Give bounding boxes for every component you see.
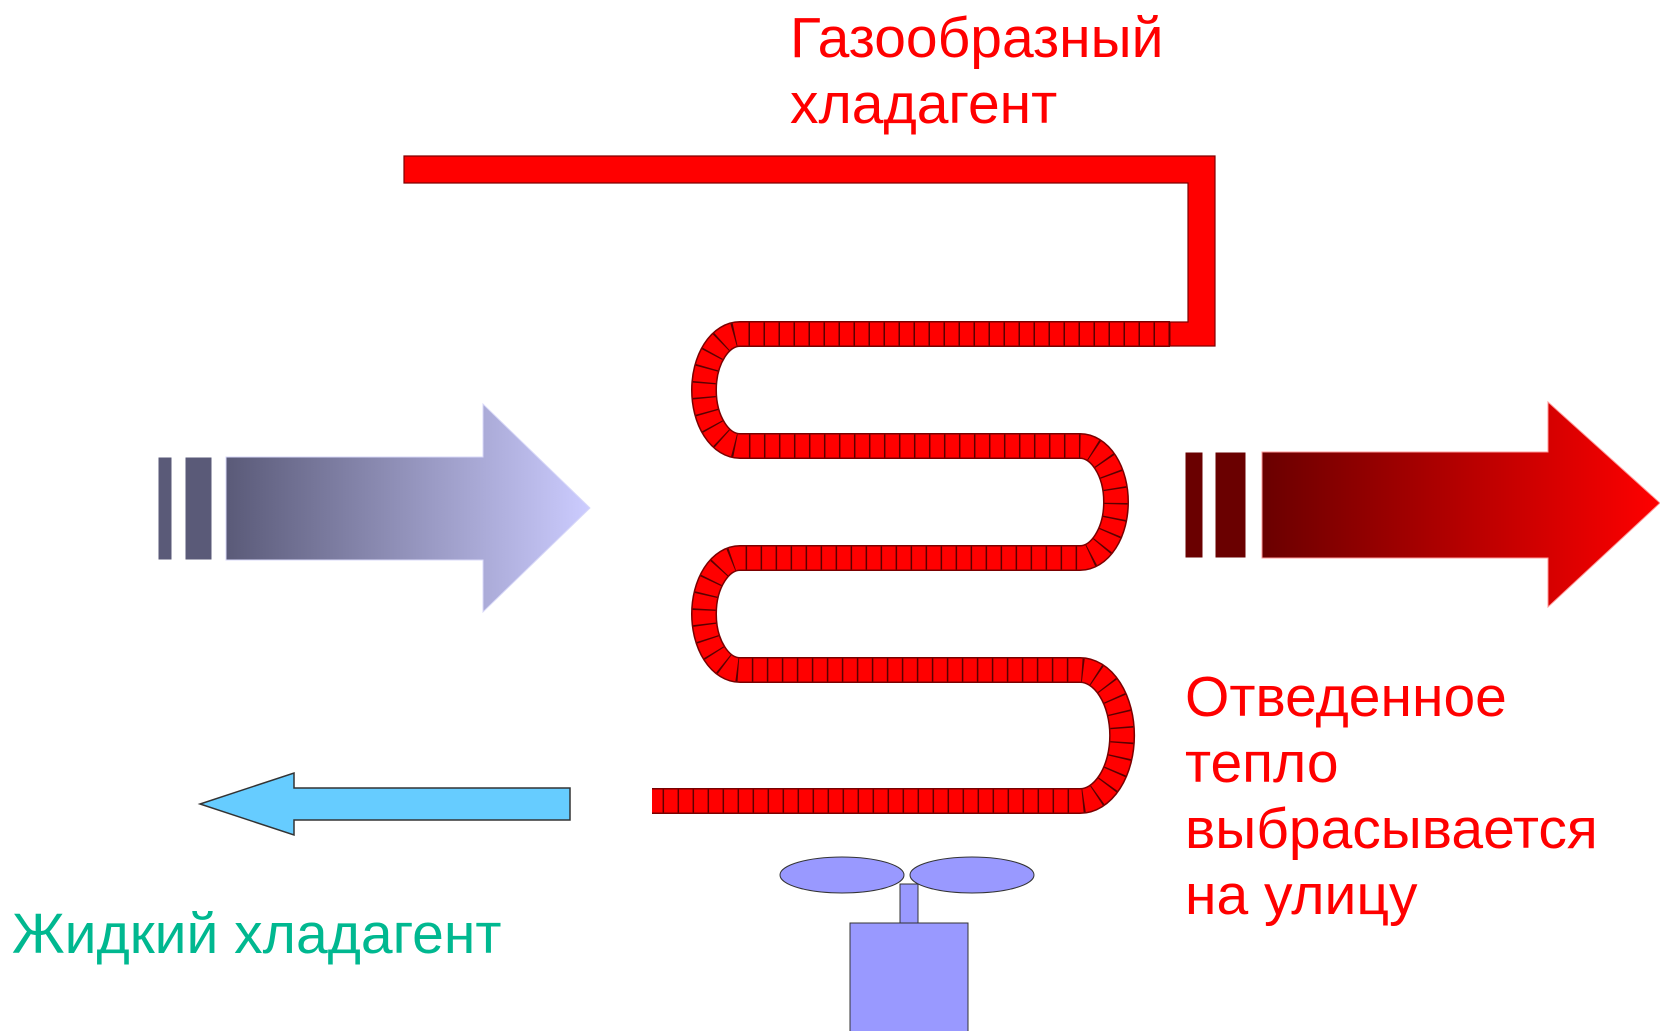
inflow-arrow-stripe — [157, 456, 173, 561]
inflow-arrow-body — [225, 402, 591, 614]
fan-shaft — [899, 883, 919, 925]
liquid-refrigerant-label: Жидкий хладагент — [12, 902, 502, 966]
inflow-arrow-stripe — [184, 456, 213, 561]
gas-inlet-pipe — [403, 155, 1216, 347]
heat-rejected-label-line: на улицу — [1185, 863, 1418, 928]
liquid-outlet-arrow — [197, 771, 571, 837]
heat-rejected-label-line: Отведенное — [1185, 665, 1507, 729]
outgoing-heat-arrow — [1184, 400, 1660, 609]
fan-motor — [849, 922, 969, 1031]
gas-refrigerant-label-line: Газообразный — [790, 6, 1164, 70]
heat-rejected-label: Отведенное тепло выбрасывается на улицу — [1185, 664, 1598, 928]
outflow-arrow-stripe — [1184, 451, 1204, 559]
incoming-air-arrow — [157, 402, 591, 614]
heat-rejected-label-line: тепло — [1185, 731, 1339, 796]
gas-refrigerant-label: Газообразный хладагент — [790, 6, 1163, 137]
gas-refrigerant-label-line: хладагент — [790, 71, 1058, 136]
heat-rejected-label-line: выбрасывается — [1185, 797, 1598, 862]
outflow-arrow-body — [1261, 400, 1660, 609]
outflow-arrow-stripe — [1214, 451, 1247, 559]
condenser-coil-fill — [652, 322, 1170, 813]
fan-icon — [779, 856, 1035, 1031]
fan-blade-right — [909, 856, 1035, 894]
fan-blade-left — [779, 856, 905, 894]
